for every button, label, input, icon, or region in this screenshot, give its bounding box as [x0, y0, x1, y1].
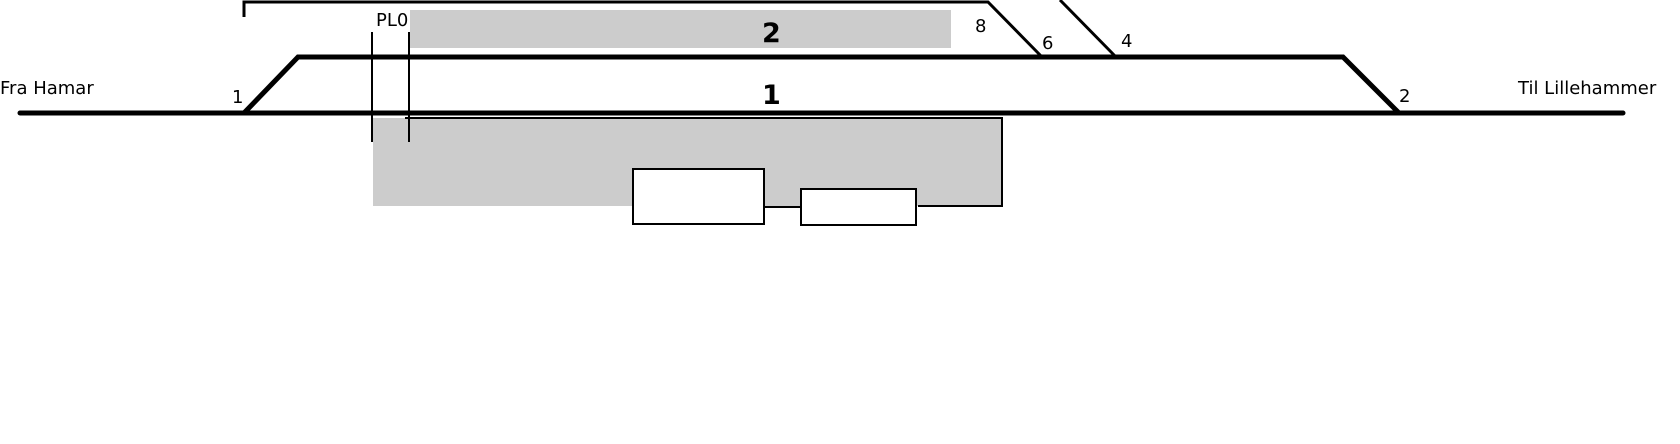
station-building-2 — [800, 188, 917, 226]
switch-number-8: 8 — [975, 16, 986, 37]
platform-outline — [405, 117, 1003, 207]
switch-number-1: 1 — [232, 87, 243, 108]
station-building-1 — [632, 168, 765, 225]
label-platform-marker: PL0 — [376, 10, 408, 31]
passing-loop-track-2 — [241, 54, 1402, 116]
upper-siding — [242, 0, 1044, 59]
label-to: Til Lillehammer — [1517, 78, 1657, 99]
branch-switch-4 — [1058, 0, 1118, 59]
track-number-main: 1 — [762, 80, 781, 111]
switch-number-4: 4 — [1121, 31, 1132, 52]
switch-number-2: 2 — [1399, 86, 1410, 107]
track-number-siding: 2 — [762, 18, 781, 49]
label-from: Fra Hamar — [0, 78, 94, 99]
switch-number-6: 6 — [1042, 33, 1053, 54]
platform-track-2 — [410, 10, 951, 48]
